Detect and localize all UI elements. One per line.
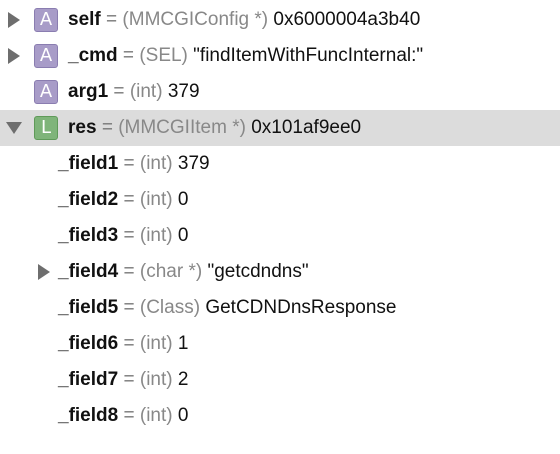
variable-value: 379 xyxy=(167,81,200,102)
field-name: _field8 xyxy=(58,405,119,426)
field-value: 1 xyxy=(177,333,189,354)
variable-name: self xyxy=(68,9,101,30)
field-value: 0 xyxy=(177,225,189,246)
field-name: _field1 xyxy=(58,153,119,174)
field-type: (int) xyxy=(139,405,173,426)
variable-name: _cmd xyxy=(68,45,118,66)
field-text: _field3 = (int) 0 xyxy=(58,218,188,254)
variable-text: arg1 = (int) 379 xyxy=(68,74,200,110)
field-type: (Class) xyxy=(139,297,201,318)
field-name: _field3 xyxy=(58,225,119,246)
local-icon: L xyxy=(34,116,58,140)
field-row-field3[interactable]: _field3 = (int) 0 xyxy=(0,218,560,254)
field-row-field1[interactable]: _field1 = (int) 379 xyxy=(0,146,560,182)
variable-value: 0x101af9ee0 xyxy=(251,117,362,138)
disclosure-collapsed-icon[interactable] xyxy=(6,38,22,74)
field-value: 379 xyxy=(177,153,210,174)
equals-sign: = xyxy=(106,9,118,30)
variable-type: (MMCGIItem *) xyxy=(118,117,246,138)
field-value: "getcdndns" xyxy=(207,261,309,282)
variable-type: (MMCGIConfig *) xyxy=(122,9,269,30)
field-row-field4[interactable]: _field4 = (char *) "getcdndns" xyxy=(0,254,560,290)
argument-icon: A xyxy=(34,8,58,32)
field-type: (int) xyxy=(139,189,173,210)
field-row-field7[interactable]: _field7 = (int) 2 xyxy=(0,362,560,398)
field-text: _field7 = (int) 2 xyxy=(58,362,188,398)
argument-icon: A xyxy=(34,80,58,104)
equals-sign: = xyxy=(123,261,135,282)
field-type: (int) xyxy=(139,369,173,390)
disclosure-collapsed-icon[interactable] xyxy=(36,254,52,290)
variable-name: arg1 xyxy=(68,81,109,102)
field-text: _field1 = (int) 379 xyxy=(58,146,210,182)
variables-view: A self = (MMCGIConfig *) 0x6000004a3b40 … xyxy=(0,2,560,434)
field-value: 0 xyxy=(177,405,189,426)
field-type: (char *) xyxy=(139,261,203,282)
field-row-field5[interactable]: _field5 = (Class) GetCDNDnsResponse xyxy=(0,290,560,326)
field-type: (int) xyxy=(139,225,173,246)
variable-value: 0x6000004a3b40 xyxy=(273,9,421,30)
field-text: _field2 = (int) 0 xyxy=(58,182,188,218)
field-text: _field4 = (char *) "getcdndns" xyxy=(58,254,309,290)
equals-sign: = xyxy=(123,405,135,426)
variable-row-self[interactable]: A self = (MMCGIConfig *) 0x6000004a3b40 xyxy=(0,2,560,38)
disclosure-collapsed-icon[interactable] xyxy=(6,2,22,38)
variable-row-res[interactable]: L res = (MMCGIItem *) 0x101af9ee0 xyxy=(0,110,560,146)
field-name: _field7 xyxy=(58,369,119,390)
field-row-field6[interactable]: _field6 = (int) 1 xyxy=(0,326,560,362)
equals-sign: = xyxy=(123,369,135,390)
equals-sign: = xyxy=(101,117,113,138)
variable-text: res = (MMCGIItem *) 0x101af9ee0 xyxy=(68,110,361,146)
field-text: _field8 = (int) 0 xyxy=(58,398,188,434)
variable-type: (SEL) xyxy=(139,45,188,66)
variable-text: _cmd = (SEL) "findItemWithFuncInternal:" xyxy=(68,38,423,74)
equals-sign: = xyxy=(123,333,135,354)
field-name: _field5 xyxy=(58,297,119,318)
variable-value: "findItemWithFuncInternal:" xyxy=(193,45,424,66)
field-text: _field6 = (int) 1 xyxy=(58,326,188,362)
field-type: (int) xyxy=(139,153,173,174)
field-name: _field2 xyxy=(58,189,119,210)
argument-icon: A xyxy=(34,44,58,68)
variable-type: (int) xyxy=(129,81,163,102)
equals-sign: = xyxy=(123,153,135,174)
variable-text: self = (MMCGIConfig *) 0x6000004a3b40 xyxy=(68,2,420,38)
field-value: 0 xyxy=(177,189,189,210)
equals-sign: = xyxy=(123,225,135,246)
field-text: _field5 = (Class) GetCDNDnsResponse xyxy=(58,290,396,326)
equals-sign: = xyxy=(113,81,125,102)
field-row-field2[interactable]: _field2 = (int) 0 xyxy=(0,182,560,218)
variable-row-arg1[interactable]: A arg1 = (int) 379 xyxy=(0,74,560,110)
equals-sign: = xyxy=(122,45,135,66)
variable-row-cmd[interactable]: A _cmd = (SEL) "findItemWithFuncInternal… xyxy=(0,38,560,74)
equals-sign: = xyxy=(123,189,135,210)
variable-name: res xyxy=(68,117,97,138)
field-value: GetCDNDnsResponse xyxy=(205,297,397,318)
field-name: _field4 xyxy=(58,261,119,282)
field-name: _field6 xyxy=(58,333,119,354)
field-type: (int) xyxy=(139,333,173,354)
equals-sign: = xyxy=(123,297,135,318)
field-row-field8[interactable]: _field8 = (int) 0 xyxy=(0,398,560,434)
field-value: 2 xyxy=(177,369,189,390)
disclosure-expanded-icon[interactable] xyxy=(6,110,22,146)
